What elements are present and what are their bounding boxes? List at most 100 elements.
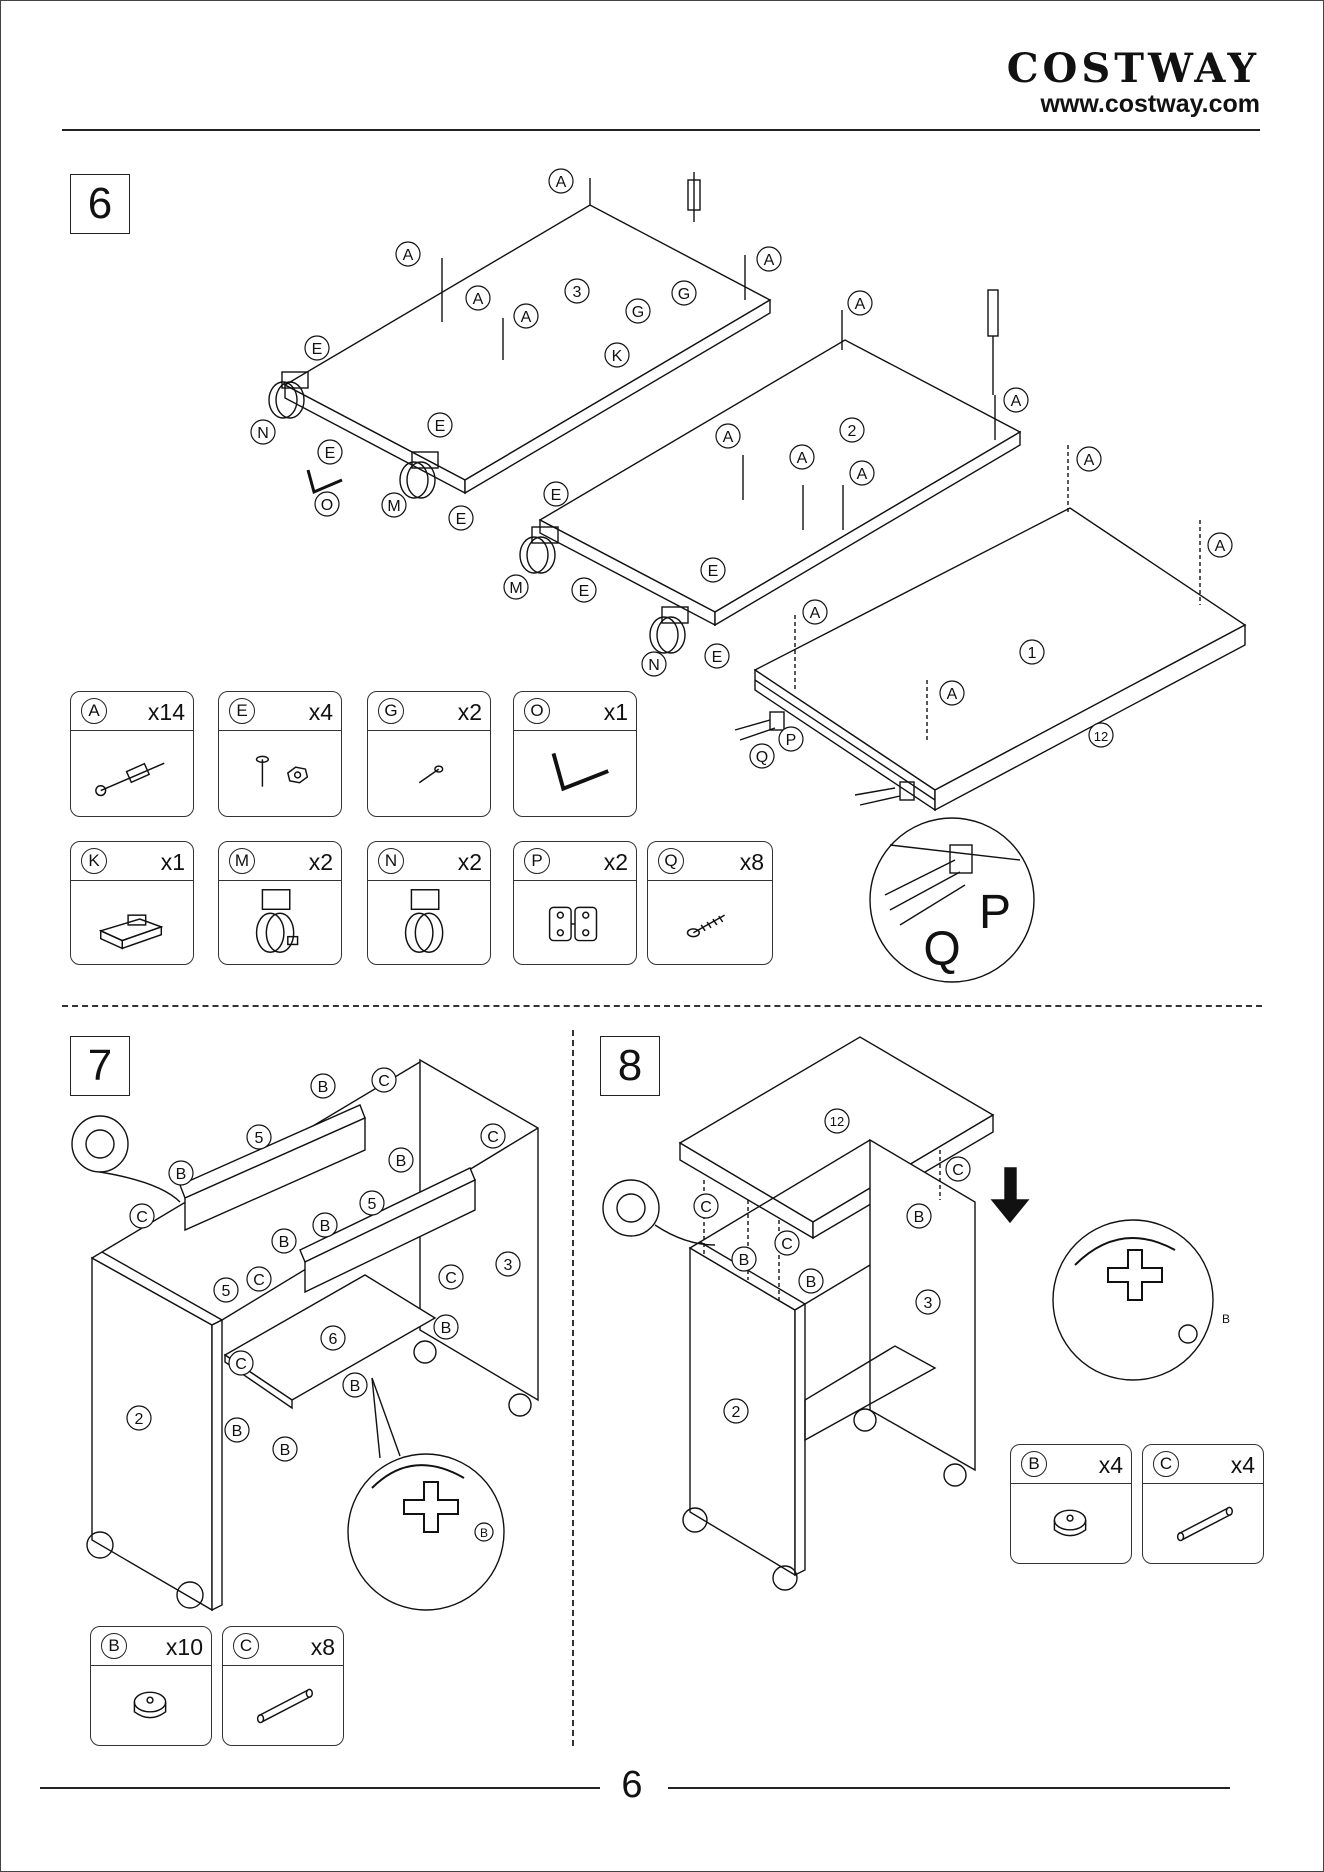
- part-label: C: [136, 1209, 148, 1226]
- part-label: C: [235, 1356, 247, 1373]
- part-label: B: [280, 1442, 291, 1459]
- part-label: O: [321, 497, 333, 514]
- page-number: 6: [612, 1763, 652, 1807]
- detail-label: P: [979, 886, 1011, 939]
- part-label: N: [648, 657, 660, 674]
- brand-url: www.costway.com: [1007, 90, 1260, 118]
- part-label: 2: [732, 1404, 741, 1421]
- part-qty: x10: [166, 1633, 203, 1661]
- part-label: E: [435, 418, 446, 435]
- part-label: A: [403, 247, 414, 264]
- part-label: C: [700, 1199, 712, 1216]
- part-qty: x8: [740, 848, 764, 876]
- wooden-dowel-icon: [1143, 1483, 1263, 1563]
- header-rule: [62, 129, 1260, 131]
- part-letter: C: [1153, 1451, 1179, 1477]
- step-6-illustration: A A A A A A A A A A A A A A E E E E E E …: [240, 160, 1270, 690]
- part-label: P: [786, 732, 797, 749]
- part-label: B: [318, 1079, 329, 1096]
- part-label: A: [556, 174, 567, 191]
- part-qty: x4: [1099, 1451, 1123, 1479]
- step-8-part-card-b: B x4: [1010, 1444, 1132, 1564]
- part-letter: B: [101, 1633, 127, 1659]
- part-label: B: [441, 1320, 452, 1337]
- part-label: A: [855, 296, 866, 313]
- screw-nut-icon: [219, 730, 341, 816]
- part-qty: x1: [604, 698, 628, 726]
- part-card-g: G x2: [367, 691, 491, 817]
- part-qty: x8: [311, 1633, 335, 1661]
- magnetic-catch-icon: [71, 880, 193, 964]
- part-qty: x2: [458, 848, 482, 876]
- step-7-part-card-b: B x10: [90, 1626, 212, 1746]
- footer-rule-left: [40, 1787, 600, 1789]
- part-label: B: [176, 1166, 187, 1183]
- caster-brake-icon: [219, 880, 341, 964]
- part-card-p: P x2: [513, 841, 637, 965]
- part-label: 2: [135, 1411, 144, 1428]
- part-label: 5: [222, 1283, 231, 1300]
- part-label: B: [739, 1252, 750, 1269]
- part-label: B: [350, 1378, 361, 1395]
- part-label: A: [1215, 538, 1226, 555]
- part-label: A: [1011, 393, 1022, 410]
- part-label: 12: [830, 1114, 844, 1129]
- part-label: E: [312, 341, 323, 358]
- step-7-part-card-c: C x8: [222, 1626, 344, 1746]
- part-label: C: [781, 1236, 793, 1253]
- part-qty: x4: [309, 698, 333, 726]
- part-label: 3: [504, 1257, 513, 1274]
- part-label: Q: [756, 749, 768, 766]
- part-label: 2: [848, 423, 857, 440]
- caster-icon: [368, 880, 490, 964]
- detail-label: B: [480, 1526, 488, 1540]
- part-label: M: [509, 580, 522, 597]
- part-label: C: [445, 1270, 457, 1287]
- part-label: B: [320, 1218, 331, 1235]
- part-label: 1: [1028, 645, 1037, 662]
- part-letter: G: [378, 698, 404, 724]
- part-label: C: [952, 1162, 964, 1179]
- part-letter: A: [81, 698, 107, 724]
- part-label: E: [708, 563, 719, 580]
- section-divider-vertical: [572, 1030, 574, 1746]
- part-card-q: Q x8: [647, 841, 773, 965]
- part-qty: x4: [1231, 1451, 1255, 1479]
- part-label: C: [253, 1272, 265, 1289]
- hinge-icon: [514, 880, 636, 964]
- cam-lock-icon: [1011, 1483, 1131, 1563]
- section-divider-horizontal: [62, 1005, 1262, 1007]
- detail-label: B: [1222, 1312, 1230, 1326]
- small-screw-icon: [368, 730, 490, 816]
- part-label: 3: [573, 284, 582, 301]
- step-6-number: 6: [70, 174, 130, 234]
- part-card-a: A x14: [70, 691, 194, 817]
- part-letter: K: [81, 848, 107, 874]
- wood-screw-icon: [648, 880, 772, 964]
- step-7-drawing: B C 5 C B B C 5 B B 5 C C 3 6 B C 2 B B …: [62, 1060, 562, 1630]
- part-card-n: N x2: [367, 841, 491, 965]
- brand-name: COSTWAY: [1007, 48, 1260, 90]
- part-label: E: [456, 511, 467, 528]
- part-qty: x1: [161, 848, 185, 876]
- part-label: A: [797, 450, 808, 467]
- brand-logo: COSTWAY www.costway.com: [1007, 48, 1260, 118]
- part-letter: C: [233, 1633, 259, 1659]
- part-label: B: [914, 1209, 925, 1226]
- part-label: E: [551, 487, 562, 504]
- step-6-drawing: A A A A A A A A A A A A A A E E E E E E …: [240, 160, 1270, 690]
- part-label: E: [579, 583, 590, 600]
- cam-lock-icon: [91, 1665, 211, 1745]
- part-label: B: [806, 1274, 817, 1291]
- detail-label: Q: [923, 923, 960, 976]
- part-qty: x2: [604, 848, 628, 876]
- part-letter: N: [378, 848, 404, 874]
- part-label: 5: [255, 1130, 264, 1147]
- part-letter: B: [1021, 1451, 1047, 1477]
- cam-bolt-icon: [71, 730, 193, 816]
- part-letter: E: [229, 698, 255, 724]
- footer-rule-right: [668, 1787, 1230, 1789]
- part-label: K: [612, 348, 623, 365]
- part-card-e: E x4: [218, 691, 342, 817]
- part-label: B: [232, 1423, 243, 1440]
